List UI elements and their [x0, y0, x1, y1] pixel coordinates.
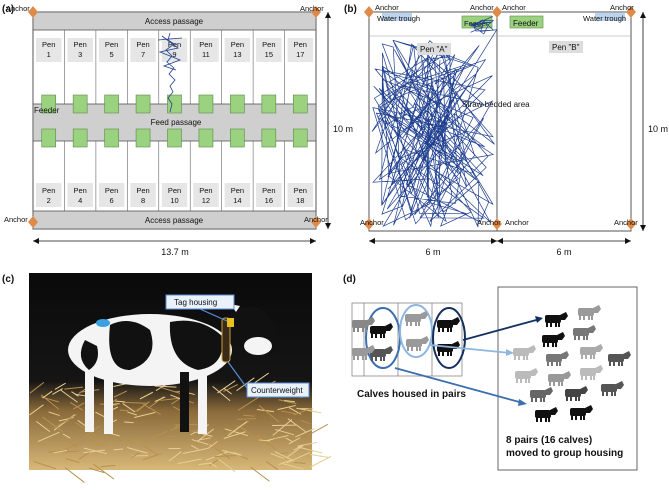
- pen-word: Pen: [168, 186, 181, 195]
- pen-number: 2: [47, 196, 51, 205]
- pen-word: Pen: [199, 186, 212, 195]
- counterweight-label: Counterweight: [251, 386, 303, 395]
- pen-number: 1: [47, 50, 51, 59]
- pen-word: Pen: [262, 40, 275, 49]
- b-height-dimension-label: 10 m: [648, 124, 668, 134]
- pen-number: 4: [78, 196, 82, 205]
- width-dimension-label: 13.7 m: [161, 247, 189, 257]
- feeder-block: [136, 129, 150, 147]
- access-passage-top-label: Access passage: [145, 17, 204, 26]
- feeder-block: [262, 129, 276, 147]
- pen-word: Pen: [73, 186, 86, 195]
- pen-number: 10: [170, 196, 178, 205]
- pen-word: Pen: [136, 186, 149, 195]
- pen-word: Pen: [105, 40, 118, 49]
- pen-word: Pen: [136, 40, 149, 49]
- anchor-label-b4: Anchor: [610, 3, 634, 12]
- pen-number: 7: [141, 50, 145, 59]
- pen-a-label: Pen "A": [420, 45, 448, 54]
- height-dimension-label: 10 m: [333, 124, 353, 134]
- pen-word: Pen: [42, 40, 55, 49]
- feeder-block: [199, 129, 213, 147]
- right-dimension-label: 6 m: [556, 247, 571, 257]
- feeder-block: [262, 95, 276, 113]
- pen-word: Pen: [231, 186, 244, 195]
- feeder-block: [168, 129, 182, 147]
- anchor-label-bl: Anchor: [4, 215, 28, 224]
- left-dimension-label: 6 m: [425, 247, 440, 257]
- pen-number: 17: [296, 50, 304, 59]
- feeder-block: [136, 95, 150, 113]
- anchor-label-br: Anchor: [304, 215, 328, 224]
- panel-d: (d) Calves housed in pairs 8 pairs (16 c…: [343, 274, 637, 470]
- pen-number: 16: [265, 196, 273, 205]
- pen-word: Pen: [105, 186, 118, 195]
- pairs-caption: Calves housed in pairs: [357, 389, 466, 400]
- panel-d-label: (d): [343, 274, 356, 285]
- feeder-block: [230, 129, 244, 147]
- anchor-label-b3: Anchor: [502, 3, 526, 12]
- feeder-block: [42, 129, 56, 147]
- pen-number: 11: [202, 50, 210, 59]
- feeder-block: [73, 129, 87, 147]
- feed-passage-label: Feed passage: [151, 118, 202, 127]
- water-trough-left-label: Water trough: [377, 14, 420, 23]
- pen-number: 15: [265, 50, 273, 59]
- feeder-block: [293, 129, 307, 147]
- panel-c: (c) Tag ho: [2, 273, 331, 482]
- pen-word: Pen: [73, 40, 86, 49]
- panel-c-label: (c): [2, 274, 14, 285]
- anchor-label-tr: Anchor: [300, 4, 324, 13]
- pen-word: Pen: [294, 40, 307, 49]
- feeder-block: [168, 95, 182, 113]
- straw-area-label: Straw bedded area: [462, 100, 530, 109]
- feeder-block: [73, 95, 87, 113]
- pen-word: Pen: [199, 40, 212, 49]
- pen-number: 8: [141, 196, 145, 205]
- panel-b-label: (b): [344, 4, 357, 15]
- access-passage-bottom-label: Access passage: [145, 216, 204, 225]
- pen-word: Pen: [42, 186, 55, 195]
- pen-word: Pen: [294, 186, 307, 195]
- pen-b-label: Pen "B": [552, 43, 580, 52]
- feeder-right-label: Feeder: [513, 19, 539, 28]
- anchor-label-b6: Anchor: [477, 218, 501, 227]
- water-trough-right-label: Water trough: [583, 14, 626, 23]
- pen-number: 18: [296, 196, 304, 205]
- feeder-block: [199, 95, 213, 113]
- pen-number: 3: [78, 50, 82, 59]
- feeder-block: [105, 95, 119, 113]
- panel-a: (a) Access passage Access passage Feed p…: [2, 4, 353, 257]
- pen-number: 5: [110, 50, 114, 59]
- anchor-label-b2: Anchor: [470, 3, 494, 12]
- pen-word: Pen: [231, 40, 244, 49]
- anchor-label-b1: Anchor: [375, 3, 399, 12]
- pen-word: Pen: [262, 186, 275, 195]
- group-caption-line-2: moved to group housing: [506, 448, 623, 459]
- anchor-label-b8: Anchor: [614, 218, 638, 227]
- feeder-block: [293, 95, 307, 113]
- anchor-label-b7: Anchor: [505, 218, 529, 227]
- anchor-label-b5: Anchor: [360, 218, 384, 227]
- pen-number: 6: [110, 196, 114, 205]
- feeder-block: [105, 129, 119, 147]
- pen-number: 13: [233, 50, 241, 59]
- anchor-label-tl: Anchor: [6, 4, 30, 13]
- feeder-label: Feeder: [34, 106, 60, 115]
- group-caption-line-1: 8 pairs (16 calves): [506, 435, 592, 446]
- panel-b: (b) Water trough Water trough Feeder Fee…: [344, 3, 668, 257]
- pen-number: 14: [233, 196, 241, 205]
- tag-housing-label: Tag housing: [174, 298, 217, 307]
- feeder-block: [230, 95, 244, 113]
- pen-number: 12: [202, 196, 210, 205]
